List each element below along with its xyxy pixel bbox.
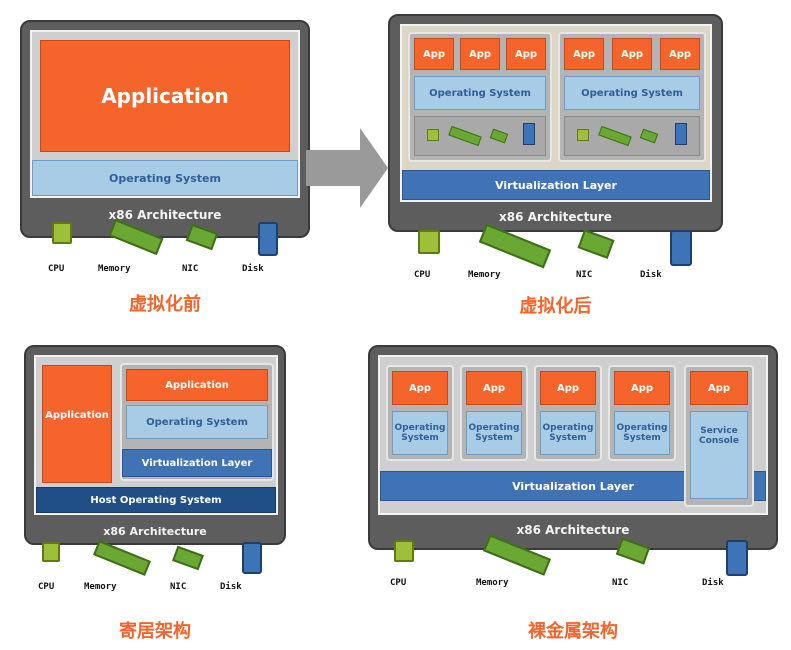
hosted-virtual-machine: Application Operating System Virtualizat…: [120, 363, 274, 481]
transition-arrow: [306, 128, 388, 208]
virtual-machine-1: App App App Operating System: [408, 32, 552, 162]
cpu-label: CPU: [390, 578, 407, 588]
caption-after: 虚拟化后: [519, 296, 592, 317]
application-block: Application: [126, 369, 268, 401]
virtual-hardware-row: [414, 116, 546, 156]
service-console-machine: App Service Console: [684, 365, 754, 507]
x86-architecture-label: x86 Architecture: [103, 525, 207, 538]
memory-label: Memory: [476, 578, 509, 588]
memory-label: Memory: [84, 582, 117, 592]
memory-icon: [478, 223, 552, 269]
virtualization-layer: Virtualization Layer: [122, 449, 272, 477]
app-block: App: [414, 38, 454, 70]
hardware-row-hosted: CPU Memory NIC Disk: [24, 540, 286, 592]
before-virtualization-diagram: Application Operating System x86 Archite…: [20, 20, 310, 238]
app-block: App: [690, 371, 748, 405]
operating-system-block: Operating System: [564, 76, 700, 110]
nic-label: NIC: [576, 270, 593, 280]
disk-icon: [242, 542, 262, 574]
nic-icon: [615, 537, 651, 565]
hosted-stack: Application Application Operating System…: [34, 355, 278, 515]
app-block: App: [466, 371, 522, 405]
host-application-block: Application: [42, 365, 112, 483]
caption-hosted: 寄居架构: [119, 621, 191, 642]
operating-system-block: Operating System: [32, 160, 298, 196]
operating-system-block: Operating System: [614, 411, 670, 455]
virtual-hardware-row: [564, 116, 700, 156]
disk-icon: [726, 540, 748, 576]
virtual-machine: App Operating System: [460, 365, 528, 461]
nic-icon: [639, 128, 659, 144]
app-block: App: [614, 371, 670, 405]
operating-system-block: Operating System: [414, 76, 546, 110]
operating-system-block: Operating System: [540, 411, 596, 455]
x86-architecture-label: x86 Architecture: [516, 523, 630, 537]
cpu-icon: [52, 222, 72, 244]
cpu-icon: [394, 540, 414, 562]
memory-icon: [598, 125, 632, 147]
service-console-block: Service Console: [690, 411, 748, 499]
disk-label: Disk: [640, 270, 662, 280]
nic-icon: [185, 223, 219, 251]
app-block: App: [540, 371, 596, 405]
disk-icon: [523, 123, 535, 145]
virtual-machine: App Operating System: [534, 365, 602, 461]
cpu-icon: [577, 129, 589, 141]
memory-label: Memory: [98, 264, 131, 274]
operating-system-block: Operating System: [392, 411, 448, 455]
virtual-machine: App Operating System: [386, 365, 454, 461]
operating-system-block: Operating System: [126, 405, 268, 439]
stack-container: Application Operating System: [30, 30, 300, 198]
after-virtualization-diagram: App App App Operating System App App App…: [388, 14, 723, 232]
host-operating-system-layer: Host Operating System: [36, 487, 276, 513]
app-block: App: [460, 38, 500, 70]
caption-before: 虚拟化前: [129, 294, 201, 315]
cpu-label: CPU: [414, 270, 431, 280]
disk-label: Disk: [702, 578, 724, 588]
disk-icon: [670, 230, 692, 266]
nic-label: NIC: [612, 578, 629, 588]
caption-bare-metal: 裸金属架构: [528, 621, 618, 642]
x86-architecture-label: x86 Architecture: [499, 210, 612, 224]
x86-architecture-label: x86 Architecture: [108, 208, 222, 222]
app-block: App: [612, 38, 652, 70]
disk-icon: [675, 123, 687, 145]
bare-metal-architecture-diagram: App Operating System App Operating Syste…: [368, 345, 778, 550]
disk-icon: [258, 222, 278, 256]
cpu-label: CPU: [48, 264, 65, 274]
disk-label: Disk: [242, 264, 264, 274]
disk-label: Disk: [220, 582, 242, 592]
nic-icon: [577, 229, 615, 259]
virtualization-layer: Virtualization Layer: [402, 170, 710, 200]
cpu-icon: [42, 542, 60, 562]
memory-icon: [93, 540, 151, 576]
cpu-label: CPU: [38, 582, 55, 592]
cpu-icon: [418, 230, 440, 254]
app-block: App: [392, 371, 448, 405]
memory-icon: [448, 125, 482, 147]
nic-label: NIC: [170, 582, 187, 592]
virtualized-stack: App App App Operating System App App App…: [400, 24, 712, 202]
nic-label: NIC: [182, 264, 199, 274]
hardware-row-before: CPU Memory NIC Disk: [20, 218, 310, 274]
hardware-row-bare-metal: CPU Memory NIC Disk: [368, 534, 778, 592]
app-block: App: [506, 38, 546, 70]
nic-icon: [172, 545, 204, 571]
memory-icon: [483, 534, 551, 576]
memory-icon: [108, 218, 164, 256]
virtual-machine-2: App App App Operating System: [558, 32, 706, 162]
bare-metal-stack: App Operating System App Operating Syste…: [378, 355, 768, 515]
app-block: App: [564, 38, 604, 70]
memory-label: Memory: [468, 270, 501, 280]
hardware-row-after: CPU Memory NIC Disk: [388, 223, 723, 282]
app-block: App: [660, 38, 700, 70]
cpu-icon: [427, 129, 439, 141]
nic-icon: [489, 128, 509, 144]
operating-system-block: Operating System: [466, 411, 522, 455]
hosted-architecture-diagram: Application Application Operating System…: [24, 345, 286, 545]
application-block: Application: [40, 40, 290, 152]
virtual-machine: App Operating System: [608, 365, 676, 461]
